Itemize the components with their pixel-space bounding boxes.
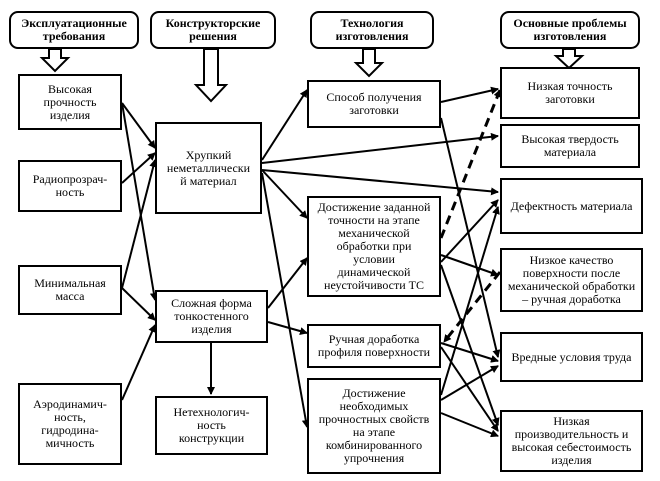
req-aerodynamics: Аэродинамич- ность, гидродина- мичность [18,383,122,465]
edge-strength-complex [121,102,158,301]
header-main-problems: Основные проблемы изготовления [500,11,640,49]
problem-high-hardness: Высокая твердость материала [500,124,640,168]
edge-manual-harmful [440,342,499,363]
tech-accuracy-machining: Достижение заданной точности на этапе ме… [307,196,441,297]
edge-brittle-props [261,172,310,428]
edge-brittle-blank [261,89,308,161]
problem-surface-quality: Низкое качество поверхности после механи… [500,248,643,312]
edge-props-lowprod [440,412,499,438]
header-arrow-1 [39,48,71,73]
design-brittle-material: Хрупкий неметаллически й материал [155,122,262,214]
tech-manual-finishing: Ручная доработка профиля поверхности [307,324,441,368]
problem-low-productivity: Низкая производительность и высокая себе… [500,410,643,472]
tech-blank-production: Способ получения заготовки [307,80,441,128]
edge-strength-brittle [121,102,156,149]
edge-mass-complex [121,287,156,321]
design-complex-shape: Сложная форма тонкостенного изделия [155,290,268,343]
header-design-solutions: Конструкторские решения [150,11,276,49]
header-arrow-2 [193,48,229,103]
design-non-manufacturable: Нетехнологич- ность конструкции [155,396,268,455]
req-minimal-mass: Минимальная масса [18,265,122,315]
header-operational-requirements: Эксплуатационные требования [9,11,139,49]
dashed-accuracy-to-lowacc [439,89,502,239]
header-manufacturing-technology: Технология изготовления [310,11,434,49]
header-arrow-4 [553,48,585,70]
problem-material-defects: Дефектность материала [500,178,643,234]
edge-radio-brittle [121,152,156,184]
edge-blank-lowacc [440,86,499,103]
edge-complex-accuracy [267,257,308,309]
edge-mass-brittle [121,159,158,289]
edge-props-harmful [440,365,499,401]
req-high-strength: Высокая прочность изделия [18,74,122,130]
edge-brittle-hardness [261,132,499,164]
problem-harmful-conditions: Вредные условия труда [500,332,643,382]
edge-brittle-accuracy [261,169,308,219]
req-radio-transparency: Радиопрозрач- ность [18,160,122,212]
problem-low-blank-accuracy: Низкая точность заготовки [500,67,640,119]
edge-complex-manual [267,321,308,335]
edge-props-defect [440,206,500,396]
tech-strength-properties: Достижение необходимых прочностных свойс… [307,378,441,474]
header-arrow-3 [353,48,385,78]
edge-accuracy-defect [440,199,499,263]
edge-blank-harmful [440,117,501,358]
edge-accuracy-lowprod [440,264,500,426]
edge-accuracy-quality [440,254,499,277]
edge-aero-complex [121,324,156,401]
edge-manual-lowprod [440,346,499,432]
